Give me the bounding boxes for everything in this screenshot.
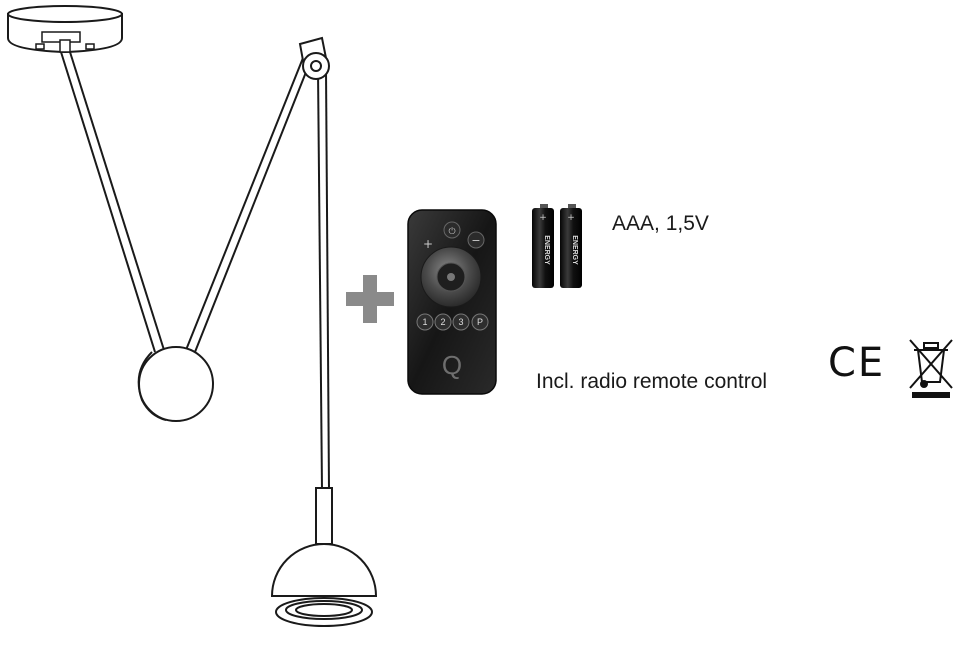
battery-brand-label: ENERGY: [543, 235, 550, 265]
counterweight-ball: [137, 346, 214, 422]
svg-text:⏻: ⏻: [448, 226, 455, 237]
remote-control-label: Incl. radio remote control: [536, 370, 768, 393]
battery-brand-label: ENERGY: [571, 235, 578, 265]
ce-mark-icon: CE: [828, 340, 886, 386]
weee-bin-icon: [909, 339, 953, 398]
preset-buttons: 1 2 3 P: [416, 313, 489, 331]
svg-text:+: +: [567, 213, 575, 223]
minus-button-icon: [467, 231, 485, 249]
preset-1-label: 1: [422, 317, 427, 327]
battery-spec-label: AAA, 1,5V: [612, 212, 709, 235]
battery-icon: + ENERGY: [560, 204, 582, 288]
svg-text:+: +: [423, 237, 433, 251]
svg-text:−: −: [471, 234, 480, 247]
svg-text:+: +: [539, 213, 547, 223]
remote-logo: Q: [442, 350, 462, 380]
power-button-icon: [443, 221, 461, 239]
plus-icon: [346, 275, 394, 323]
batteries: + ENERGY + ENERGY: [532, 204, 582, 288]
lamp-head: [270, 487, 378, 627]
remote-control: ⏻ + − 1 2 3 P Q: [407, 209, 497, 395]
ceiling-canopy: [7, 5, 123, 54]
preset-3-label: 3: [458, 317, 463, 327]
pivot-joint: [298, 36, 330, 80]
preset-2-label: 2: [440, 317, 445, 327]
preset-p-label: P: [477, 317, 483, 327]
lamp-rods: [60, 51, 330, 491]
battery-icon: + ENERGY: [532, 204, 554, 288]
